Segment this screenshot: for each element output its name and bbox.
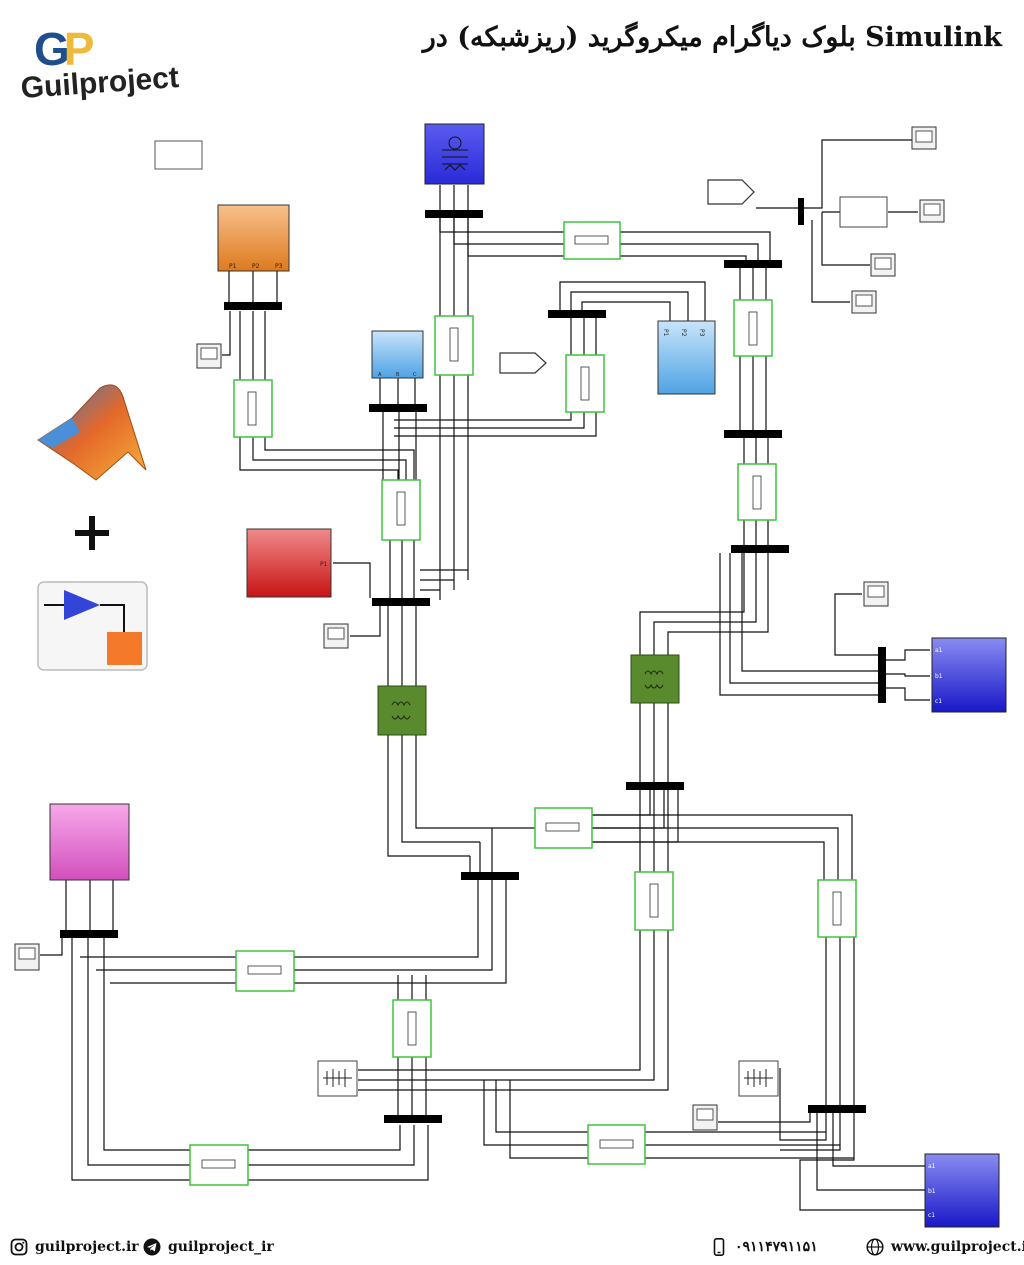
simulink-icon (37, 581, 148, 671)
bus-bar (425, 210, 483, 218)
line-block (233, 379, 273, 438)
measurement-section (756, 139, 918, 303)
generator-bottom-block[interactable]: a1 b1 c1 (924, 1153, 1000, 1228)
line-block (565, 354, 605, 413)
footer: guilproject.ir guilproject_ir ۰۹۱۱۴۷۹۱۱۵… (0, 1232, 1024, 1265)
bus-bar (369, 404, 427, 412)
simulink-diagram: P1 P2 P3 P1 P2 P3 A B C P1 a1 b1 c1 a1 b… (14, 123, 1007, 1228)
footer-instagram[interactable]: guilproject.ir (10, 1238, 139, 1256)
line-block (189, 1144, 249, 1186)
generator-right-block[interactable]: a1 b1 c1 (931, 637, 1007, 713)
guilproject-logo: GP Guilproject (20, 20, 212, 110)
port-label: a1 (935, 647, 943, 654)
port-label: P2 (680, 329, 687, 337)
instagram-icon (10, 1238, 28, 1256)
bus-bar (372, 598, 430, 606)
footer-phone[interactable]: ۰۹۱۱۴۷۹۱۱۵۱ (710, 1238, 818, 1256)
scope-1[interactable] (911, 126, 937, 150)
orange-source-block[interactable]: P1 P2 P3 (217, 204, 290, 272)
bus-bar (731, 545, 789, 553)
page-title: بلوک دیاگرام میکروگرید (ریزشبکه) در Simu… (422, 22, 1002, 53)
phone-icon (713, 1238, 725, 1256)
line-block (634, 871, 674, 931)
bus-bar (60, 930, 118, 938)
line-block (817, 879, 857, 938)
line-blocks[interactable] (189, 221, 857, 1186)
line-block (733, 299, 773, 357)
transformer-right[interactable] (630, 654, 680, 704)
line-block (392, 999, 432, 1058)
scope-9[interactable] (692, 1104, 718, 1131)
pink-source-block[interactable] (49, 803, 130, 881)
line-block (587, 1124, 646, 1165)
phone-number: ۰۹۱۱۴۷۹۱۱۵۱ (735, 1239, 818, 1255)
scope-7[interactable] (863, 581, 889, 607)
scope-6[interactable] (323, 623, 349, 649)
line-block (534, 807, 593, 849)
telegram-icon (143, 1238, 161, 1256)
footer-website[interactable]: www.guilproject.ir (866, 1238, 1024, 1256)
port-label: P1 (229, 263, 237, 270)
top-generator-block[interactable] (424, 123, 485, 185)
line-block (563, 221, 621, 260)
light-blue-load-right[interactable]: P1 P2 P3 (657, 320, 716, 395)
red-source-block[interactable]: P1 (246, 528, 332, 598)
port-label: P3 (275, 263, 283, 270)
port-label: A (378, 372, 382, 378)
scope-2[interactable] (919, 199, 945, 223)
port-label: P2 (252, 263, 260, 270)
instagram-handle: guilproject.ir (35, 1239, 139, 1255)
goto-tag-block[interactable] (707, 179, 755, 205)
port-label: a1 (928, 1163, 936, 1170)
bus-bar (548, 310, 606, 318)
matlab-icon (37, 384, 147, 481)
scope-3[interactable] (870, 253, 896, 277)
port-label: B (396, 372, 400, 378)
port-label: C (413, 372, 417, 378)
bus-bar (384, 1115, 442, 1123)
port-label: P1 (662, 329, 669, 337)
bus-bar (878, 647, 886, 703)
gain-block[interactable] (839, 196, 888, 228)
bus-bar (461, 872, 519, 880)
bus-bar (724, 260, 782, 268)
port-label: P1 (320, 561, 328, 568)
port-label: c1 (935, 698, 942, 705)
scope-8[interactable] (14, 943, 40, 971)
footer-telegram[interactable]: guilproject_ir (143, 1238, 274, 1256)
bus-bars (60, 210, 886, 1123)
bus-bar (808, 1105, 866, 1113)
bus-bar (224, 302, 282, 310)
line-block (737, 463, 777, 521)
ac-load-block[interactable]: A B C (371, 330, 424, 379)
port-label: b1 (935, 673, 943, 680)
bus-bar (724, 430, 782, 438)
from-tag-block[interactable] (499, 352, 547, 374)
scope-5[interactable] (196, 343, 222, 369)
port-label: P3 (698, 329, 705, 337)
port-label: b1 (928, 1188, 936, 1195)
line-block (434, 315, 474, 376)
website-url: www.guilproject.ir (891, 1239, 1024, 1255)
demux-bar (798, 198, 804, 225)
wires (40, 185, 930, 1211)
line-block (381, 479, 421, 541)
three-phase-breaker-right[interactable] (738, 1060, 779, 1097)
port-label: c1 (928, 1212, 935, 1219)
telegram-handle: guilproject_ir (168, 1239, 274, 1255)
transformer-left[interactable] (377, 685, 427, 736)
plus-icon (75, 516, 109, 550)
globe-icon (866, 1238, 884, 1256)
scope-4[interactable] (851, 290, 877, 314)
three-phase-breaker-left[interactable] (317, 1060, 358, 1097)
line-block (235, 950, 295, 992)
powergui-block[interactable] (154, 140, 203, 170)
bus-bar (626, 782, 684, 790)
